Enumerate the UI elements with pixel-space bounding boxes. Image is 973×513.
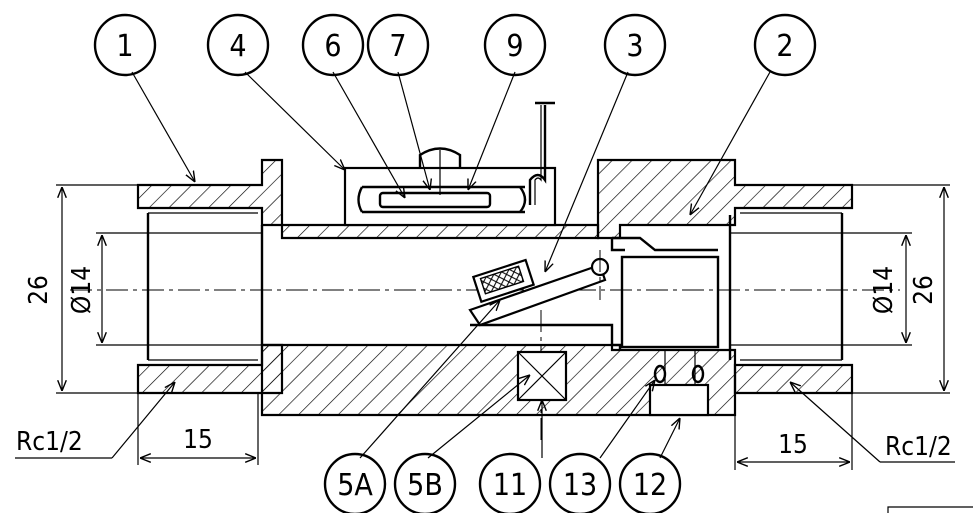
callout-label: 13 <box>563 468 597 503</box>
callout-3: 3 <box>603 13 667 77</box>
dim-length-left: 15 <box>183 425 213 455</box>
dim-outer-left: 26 <box>24 275 54 305</box>
callout-12: 12 <box>618 452 682 513</box>
dim-outer-right: 26 <box>909 275 939 305</box>
callout-label: 5B <box>407 468 443 503</box>
callout-label: 12 <box>633 468 667 503</box>
switch-housing <box>343 101 557 227</box>
bore <box>138 207 852 366</box>
dim-bore-right: Ø14 <box>869 266 899 314</box>
callout-9: 9 <box>483 13 547 77</box>
callout-label: 7 <box>389 29 406 64</box>
callout-11: 11 <box>478 452 542 513</box>
callout-label: 4 <box>229 29 246 64</box>
dim-length-right: 15 <box>778 430 808 460</box>
callout-13: 13 <box>548 452 612 513</box>
callout-label: 5A <box>337 468 373 503</box>
callout-4: 4 <box>206 13 270 77</box>
dim-thread-left: Rc1/2 <box>16 427 83 457</box>
dim-thread-right: Rc1/2 <box>885 432 952 462</box>
callout-5b: 5B <box>393 452 457 513</box>
paddle-mechanism <box>468 236 720 350</box>
leader-lines <box>131 71 771 459</box>
callout-2: 2 <box>753 13 817 77</box>
bottom-components <box>516 350 710 417</box>
callout-1: 1 <box>93 13 157 77</box>
callout-label: 1 <box>116 29 133 64</box>
dimension-lines <box>15 184 955 470</box>
title-block-corner <box>887 506 973 513</box>
callout-label: 11 <box>493 468 527 503</box>
callout-label: 9 <box>506 29 523 64</box>
callout-label: 6 <box>324 29 341 64</box>
callout-label: 2 <box>776 29 793 64</box>
callout-7: 7 <box>366 13 430 77</box>
callout-5a: 5A <box>323 452 387 513</box>
callout-label: 3 <box>626 29 643 64</box>
callout-6: 6 <box>301 13 365 77</box>
dim-bore-left: Ø14 <box>67 266 97 314</box>
